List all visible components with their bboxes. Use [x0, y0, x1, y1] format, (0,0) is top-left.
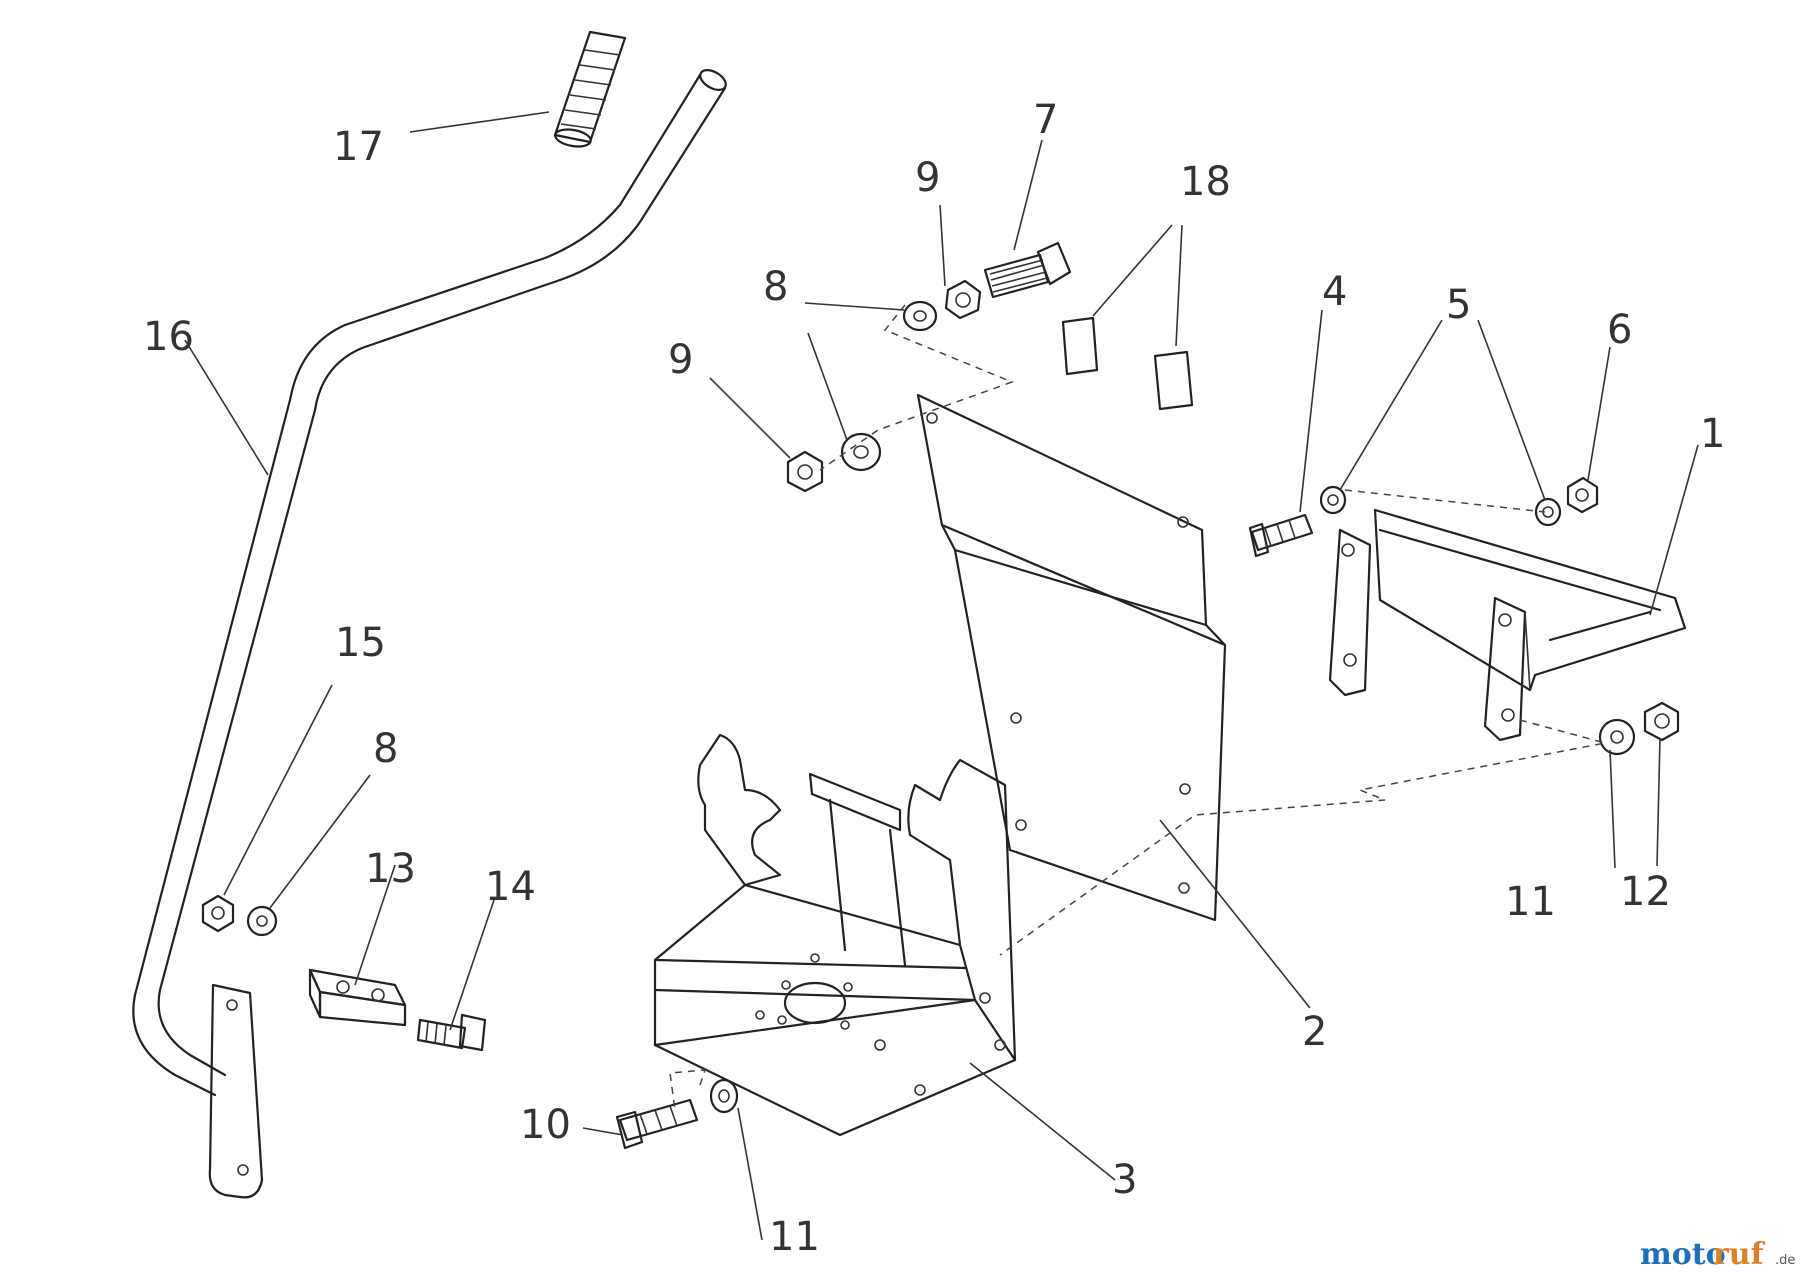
- decal-part-18: [1061, 316, 1194, 411]
- bracket-part-3: [653, 733, 1017, 1137]
- label-part-3: 3: [1112, 1157, 1137, 1203]
- nut-part-6: [1566, 476, 1599, 514]
- label-part-8-lower: 8: [373, 726, 398, 772]
- watermark-logo: moto ruf .de: [1640, 1237, 1795, 1272]
- label-part-9-upper: 9: [915, 155, 940, 201]
- label-part-9-lower: 9: [668, 337, 693, 383]
- bolt-part-14: [416, 1013, 487, 1052]
- label-part-11-bottom: 11: [769, 1214, 820, 1260]
- clamp-part-13: [308, 968, 407, 1027]
- nut-part-15: [201, 894, 235, 933]
- leader-lines: [184, 111, 1699, 1241]
- label-part-8-upper: 8: [763, 264, 788, 310]
- nut-part-9-upper: [944, 279, 982, 320]
- label-part-10: 10: [520, 1102, 571, 1148]
- label-part-15: 15: [335, 620, 386, 666]
- label-part-13: 13: [365, 846, 416, 892]
- bolt-part-4: [1248, 513, 1314, 558]
- frame-part-1: [1328, 508, 1687, 742]
- label-part-16: 16: [143, 314, 194, 360]
- plate-part-2: [916, 393, 1227, 922]
- label-part-7: 7: [1033, 97, 1058, 143]
- washer-part-5-left: [1319, 485, 1347, 515]
- washer-part-11-right: [1598, 718, 1636, 756]
- label-part-11-right: 11: [1505, 879, 1556, 925]
- watermark-brand-b: ruf: [1713, 1237, 1766, 1272]
- handle-bar-part-16: [132, 69, 727, 1097]
- grip-part-17: [553, 30, 627, 148]
- washer-part-11-bottom: [709, 1078, 739, 1114]
- watermark-tld: .de: [1775, 1253, 1795, 1268]
- washer-part-8-left: [246, 905, 278, 937]
- bolt-part-7: [983, 241, 1072, 299]
- label-part-4: 4: [1322, 269, 1347, 315]
- washer-part-8-lower: [840, 432, 882, 472]
- washer-part-8-upper: [902, 300, 938, 332]
- label-part-1: 1: [1700, 411, 1725, 457]
- label-part-2: 2: [1302, 1009, 1327, 1055]
- assembly-lines: [669, 304, 1606, 1111]
- label-part-14: 14: [485, 864, 536, 910]
- part-number-labels: 1 2 3 4 5 6 7 8 8 9 9 10 11 11 12 13 14 …: [143, 97, 1725, 1260]
- watermark-brand-a: moto: [1640, 1237, 1726, 1272]
- label-part-17: 17: [333, 124, 384, 170]
- label-part-5: 5: [1446, 282, 1471, 328]
- nut-part-12: [1643, 701, 1680, 742]
- handle-bracket: [208, 983, 264, 1199]
- label-part-12: 12: [1620, 869, 1671, 915]
- label-part-18: 18: [1180, 159, 1231, 205]
- bolt-part-10: [615, 1098, 699, 1150]
- nut-part-9-lower: [786, 450, 824, 493]
- label-part-6: 6: [1607, 307, 1632, 353]
